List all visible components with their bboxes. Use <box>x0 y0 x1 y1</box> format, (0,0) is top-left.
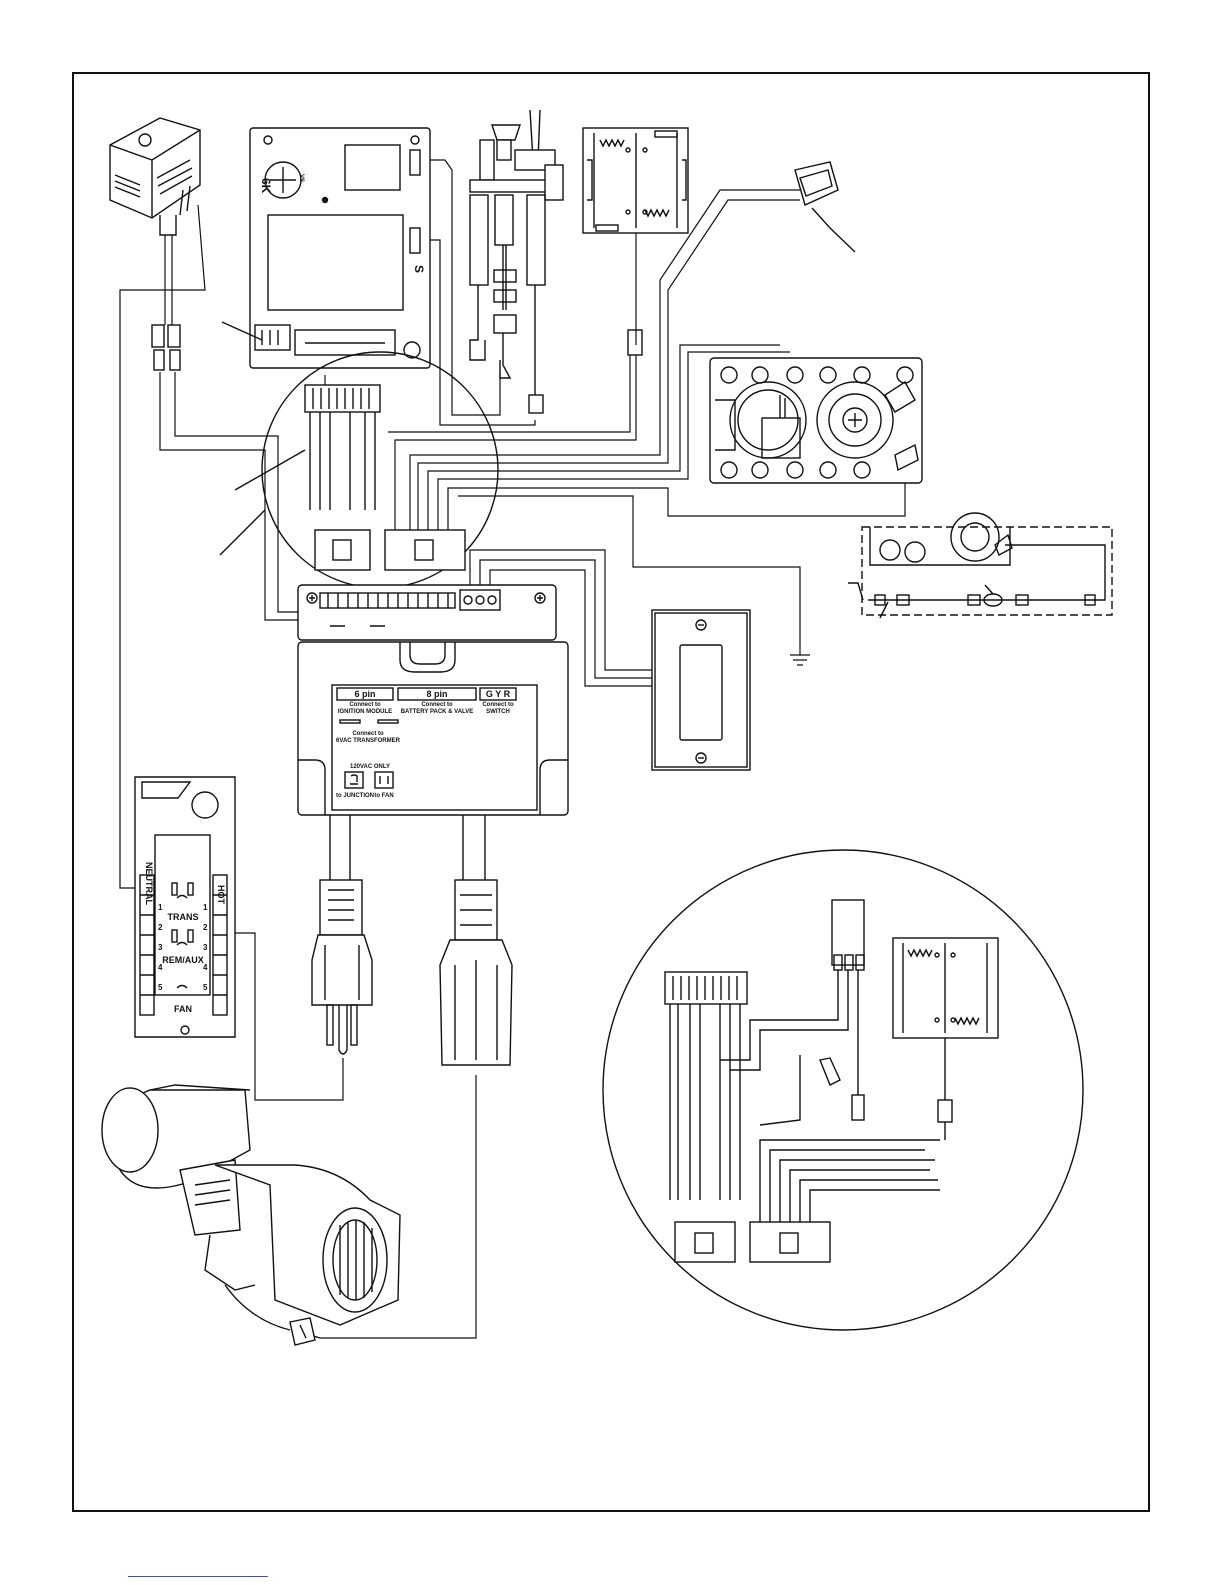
male-plug <box>312 880 372 1054</box>
thermo-inset <box>848 513 1112 618</box>
to-junction-label: to JUNCTION <box>336 793 374 799</box>
hdr-6pin: 6 pin <box>354 689 375 699</box>
ignition-connect: Connect to <box>349 702 381 708</box>
female-connector <box>440 880 512 1065</box>
terminal-right-1: 1 <box>203 903 208 912</box>
battery-label: BATTERY PACK & VALVE <box>401 709 474 715</box>
to-fan-label: to FAN <box>374 793 393 799</box>
rem-aux-label: REM/AUX <box>162 955 204 965</box>
battery-connect: Connect to <box>421 702 453 708</box>
ignition-module: 6K S VS <box>222 128 430 368</box>
ignition-label: IGNITION MODULE <box>338 709 392 715</box>
hdr-gyr: G Y R <box>486 689 511 699</box>
detail-circle <box>603 850 1083 1330</box>
neutral-label: NEUTRAL <box>144 862 154 905</box>
wall-switch-plate <box>652 610 750 770</box>
switch-connect: Connect to <box>482 702 514 708</box>
junction-box: 6 pin 8 pin G Y R Connect to IGNITION MO… <box>298 585 568 880</box>
terminal-left-5: 5 <box>158 983 163 992</box>
module-vs-label: VS <box>298 174 304 182</box>
blower-fan <box>102 1085 400 1345</box>
hot-label: HOT <box>216 885 226 905</box>
pilot-assembly <box>470 110 563 413</box>
transformer <box>110 118 200 370</box>
outlet-heading: 120VAC ONLY <box>350 764 390 770</box>
module-s-label: S <box>412 265 426 273</box>
terminal-left-4: 4 <box>158 963 163 972</box>
terminal-right-5: 5 <box>203 983 208 992</box>
rocker-switch <box>795 162 855 252</box>
terminal-right-2: 2 <box>203 923 208 932</box>
transformer-connect: Connect to <box>352 731 384 737</box>
connector-zoom <box>220 352 498 588</box>
switch-label: SWITCH <box>486 709 510 715</box>
transformer-label: 6VAC TRANSFORMER <box>336 738 401 744</box>
footer-link-line <box>128 1576 268 1577</box>
terminal-left-1: 1 <box>158 903 163 912</box>
module-6k-label: 6K <box>259 178 273 194</box>
trans-label: TRANS <box>168 912 199 922</box>
fan-label: FAN <box>174 1004 192 1014</box>
hdr-8pin: 8 pin <box>426 689 447 699</box>
gas-valve <box>710 358 922 483</box>
outlet-strip: NEUTRAL HOT TRANS REM/AUX FAN 1 2 3 4 5 … <box>135 777 235 1037</box>
terminal-right-3: 3 <box>203 943 208 952</box>
terminal-left-2: 2 <box>158 923 163 932</box>
terminal-left-3: 3 <box>158 943 163 952</box>
terminal-right-4: 4 <box>203 963 208 972</box>
